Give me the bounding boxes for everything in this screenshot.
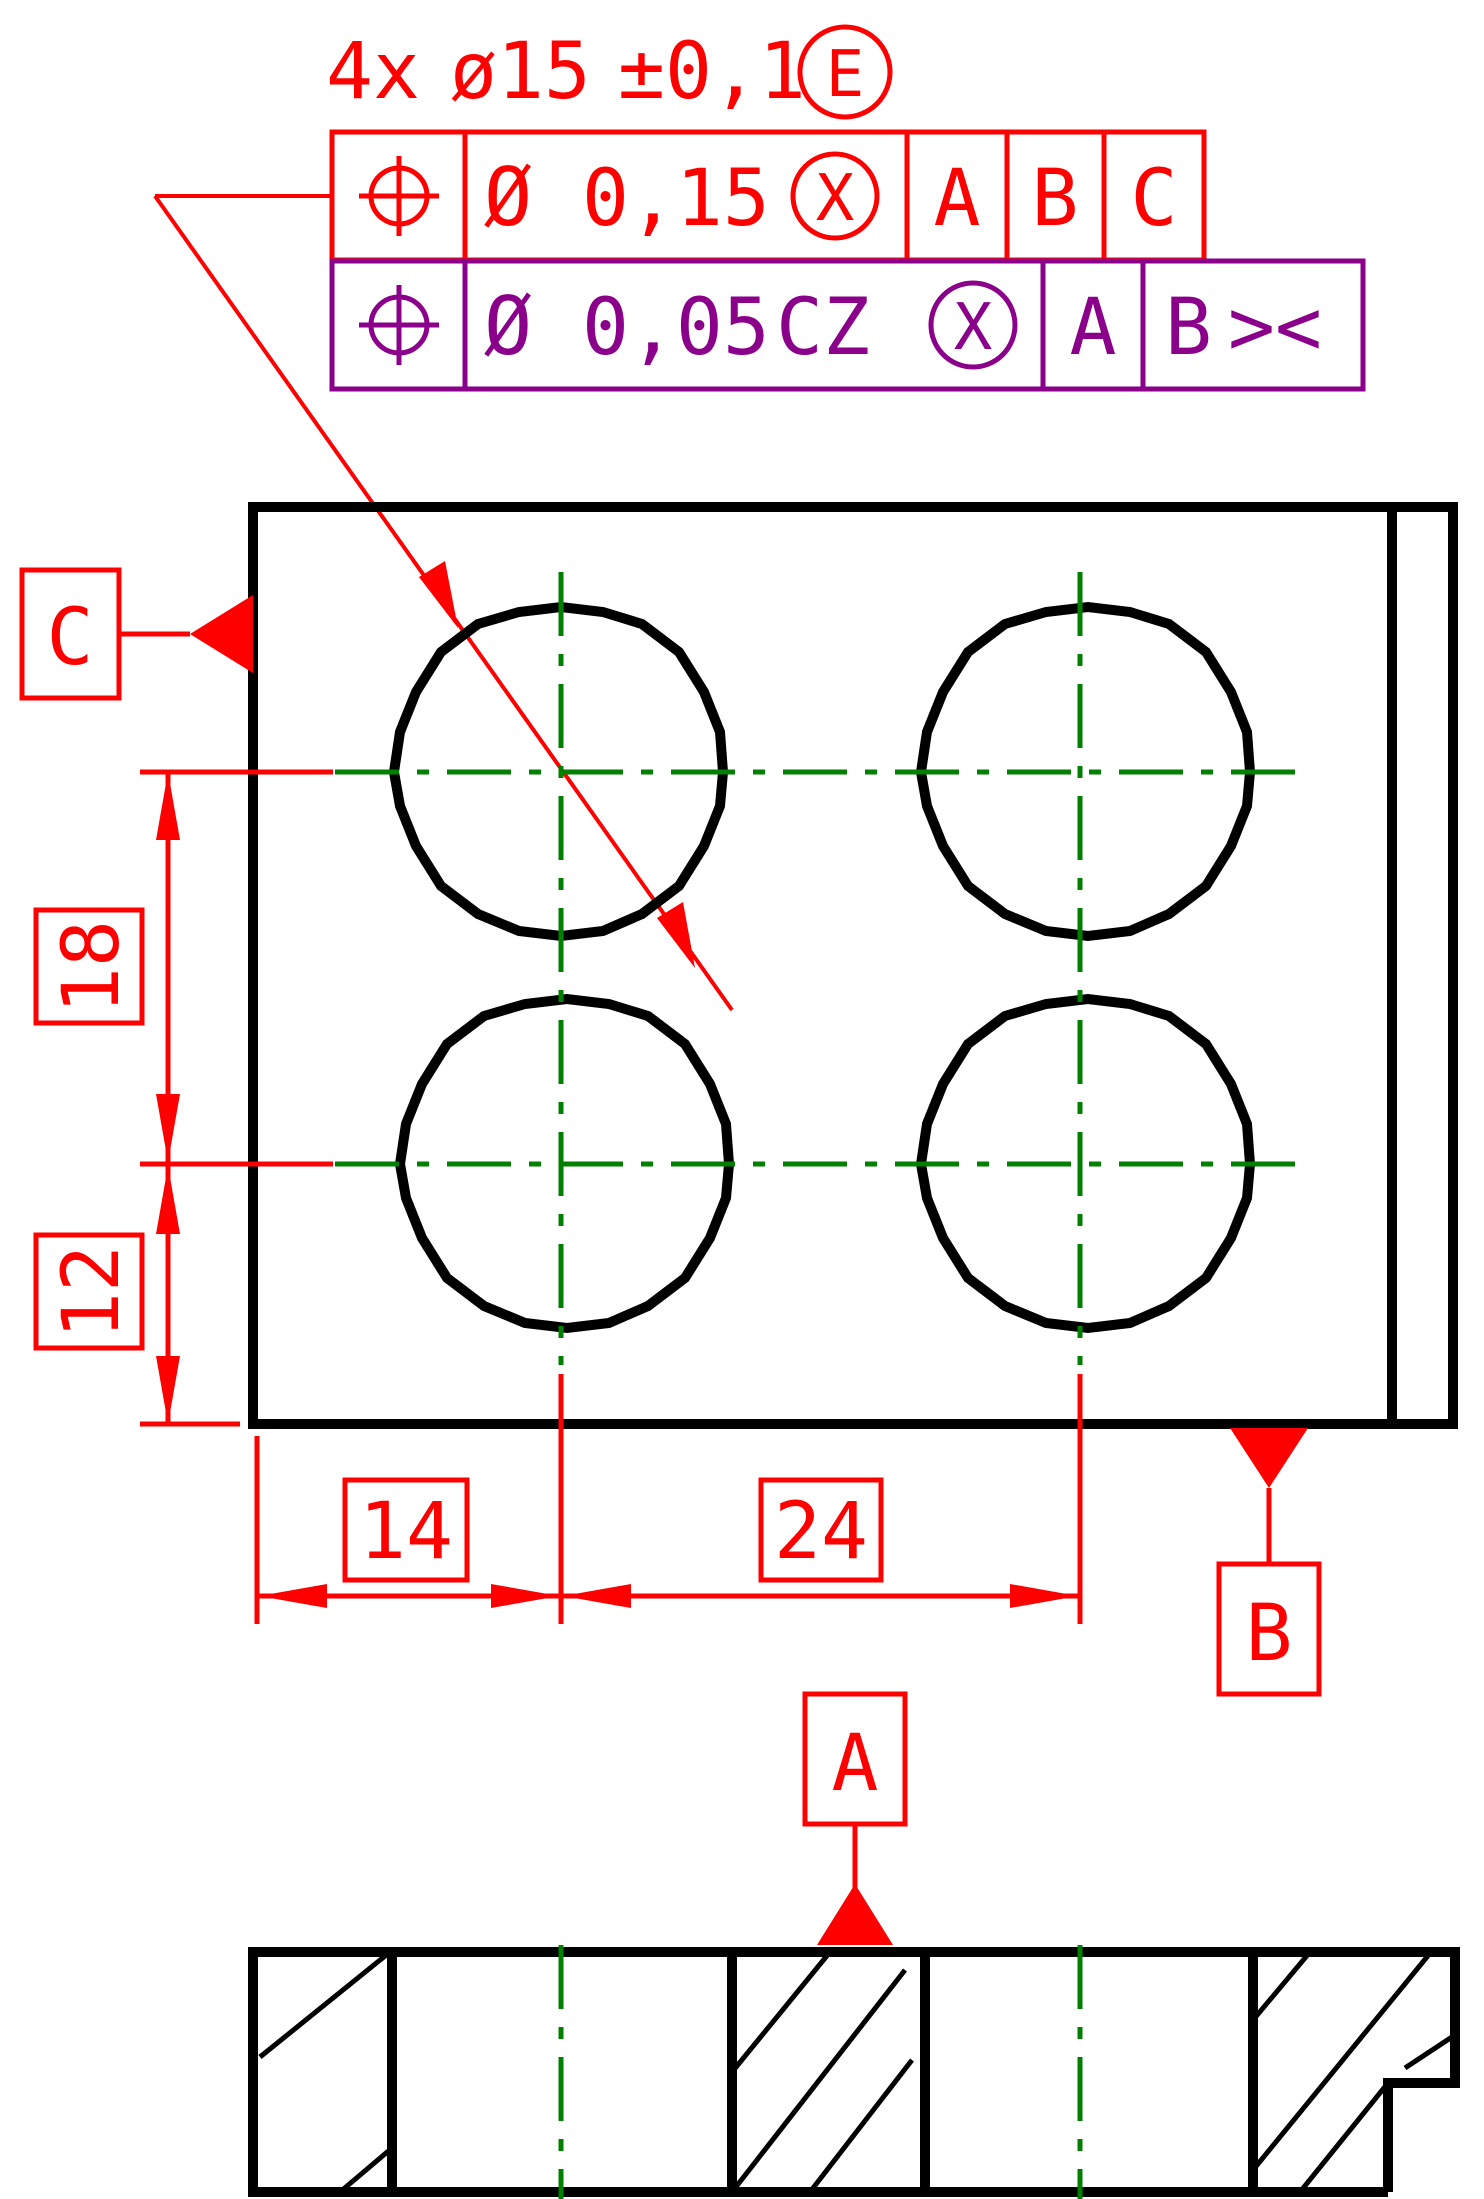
dimension-arrowhead [1010,1584,1078,1608]
dim-12: 12 [33,1232,145,1351]
dim-vertical-lower-label: 12 [47,1245,137,1339]
hole-spec-tolerance: ±0,1 [618,27,806,117]
zone-datum-b: B [1165,283,1212,373]
dim-vertical-upper-label: 18 [47,920,137,1014]
zone-frame-modifier-circle [928,280,1018,370]
dim-24: 24 [758,1477,884,1583]
hole-top-right [915,601,1256,942]
zone-frame-border [329,258,1366,392]
datum-b-label: B [1246,1589,1293,1679]
datum-c-label: C [47,593,94,683]
zone-diameter-symbol: Ø [484,280,532,373]
dim-horizontal-left-label: 14 [359,1487,453,1577]
dimension-arrowhead [156,1094,180,1162]
zone-modifier-letter: X [954,291,993,365]
datum-a: A [802,1691,908,1945]
envelope-modifier-letter: E [826,38,865,112]
dimension-arrowhead [156,1166,180,1234]
position-modifier-letter: X [816,162,855,236]
position-datum-a: A [934,154,981,244]
datum-b-triangle [1230,1428,1308,1488]
position-diameter-symbol: Ø [484,151,532,244]
leader-arrowhead [419,561,458,628]
dim-14: 14 [342,1477,470,1583]
dimension-arrowhead [563,1584,631,1608]
hole-spec-size: ø15 [450,27,591,117]
hole-bottom-left [394,993,735,1334]
datum-b-box [1216,1561,1322,1697]
dimension-arrowhead [491,1584,559,1608]
horizontal-dimensions [254,1374,1083,1624]
envelope-modifier-circle [797,24,893,120]
top-view-plate [248,502,1458,1429]
centerlines [335,572,1300,1365]
datum-a-label: A [832,1719,879,1809]
section-hatching [258,1950,1457,2194]
zone-tolerance-frame [329,258,1366,392]
datum-c-triangle [190,595,253,673]
datum-a-triangle [817,1884,893,1945]
section-view [248,1945,1460,2199]
dimension-arrowhead [156,1356,180,1424]
datum-c: C [19,567,253,701]
position-datum-c: C [1131,154,1178,244]
zone-datum-b-suffix: >< [1228,283,1322,373]
position-frame-modifier-circle [790,151,880,241]
dim-18: 18 [33,907,145,1026]
position-tolerance-value: 0,15 [582,154,770,244]
position-icon [359,156,439,236]
position-icon [359,285,439,365]
zone-datum-a: A [1070,283,1117,373]
section-centerlines [558,1945,1083,2199]
hole-spec-callout: 4x ø15 ±0,1 E [326,24,893,120]
zone-tolerance-value: 0,05 [582,283,770,373]
dimension-arrowhead [156,772,180,840]
dim-horizontal-right-label: 24 [774,1487,868,1577]
hole-bottom-right [915,993,1256,1334]
section-outline [248,1947,1460,2197]
position-datum-b: B [1032,154,1079,244]
leader-arrowhead [657,902,695,968]
zone-cz-label: CZ [776,283,870,373]
datum-b: B [1216,1428,1322,1697]
dimension-arrowhead [259,1584,327,1608]
hole-spec-prefix: 4x [326,27,420,117]
